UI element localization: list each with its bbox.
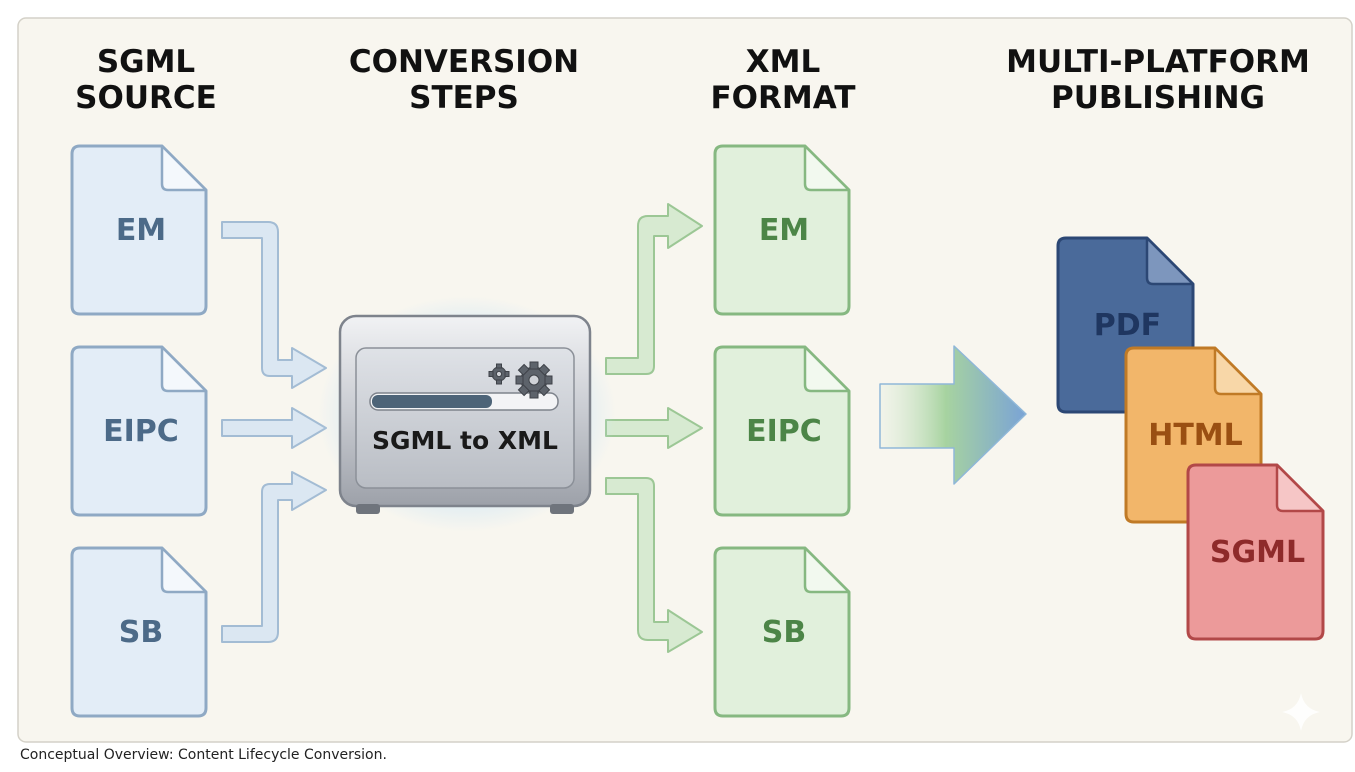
- xml-doc-em-corner-fold: [803, 144, 851, 192]
- source-doc-em-label: EM: [116, 213, 166, 248]
- source-doc-eipc-corner-fold: [160, 345, 208, 393]
- source-doc-eipc: EIPC: [70, 345, 208, 517]
- xml-doc-sb-label: SB: [762, 615, 806, 650]
- header-publishing-line1: MULTI-PLATFORM: [1006, 44, 1310, 80]
- output-doc-pdf-label: PDF: [1094, 308, 1161, 343]
- output-doc-pdf-corner-fold: [1145, 236, 1195, 286]
- publishing-output-documents: PDF HTML SGML: [1056, 236, 1325, 641]
- source-doc-sb: SB: [70, 546, 208, 718]
- header-sgml-source-line1: SGML: [97, 44, 195, 80]
- gears-icon: [488, 361, 553, 399]
- publish-arrow: [879, 345, 1027, 485]
- arrow-em-to-converter: [221, 221, 327, 389]
- output-doc-sgml-label: SGML: [1210, 535, 1305, 570]
- header-xml-line1: XML: [746, 44, 821, 80]
- source-doc-em-corner-fold: [160, 144, 208, 192]
- xml-doc-sb: SB: [713, 546, 851, 718]
- output-doc-sgml: SGML: [1186, 463, 1325, 641]
- output-doc-sgml-corner-fold: [1275, 463, 1325, 513]
- xml-doc-eipc: EIPC: [713, 345, 851, 517]
- progress-bar-fill: [372, 395, 492, 408]
- caption: Conceptual Overview: Content Lifecycle C…: [20, 747, 387, 763]
- diagram-frame: [17, 17, 1353, 743]
- converter-foot-left: [356, 504, 380, 514]
- xml-doc-eipc-label: EIPC: [746, 414, 822, 449]
- converter-foot-right: [550, 504, 574, 514]
- xml-doc-sb-corner-fold: [803, 546, 851, 594]
- arrow-converter-to-em: [605, 203, 703, 375]
- xml-doc-eipc-corner-fold: [803, 345, 851, 393]
- header-sgml-source: SGML SOURCE: [75, 44, 217, 116]
- header-xml-line2: FORMAT: [711, 80, 856, 116]
- header-publishing-line2: PUBLISHING: [1051, 80, 1265, 116]
- header-xml-format: XML FORMAT: [711, 44, 856, 116]
- header-sgml-source-line2: SOURCE: [75, 80, 217, 116]
- sparkle-icon: [1282, 693, 1320, 731]
- arrow-sb-to-converter: [221, 471, 327, 643]
- header-multi-platform-publishing: MULTI-PLATFORM PUBLISHING: [1006, 44, 1310, 116]
- source-doc-em: EM: [70, 144, 208, 316]
- xml-doc-em: EM: [713, 144, 851, 316]
- arrow-converter-to-sb: [605, 477, 703, 653]
- xml-doc-em-label: EM: [759, 213, 809, 248]
- source-to-converter-arrows: [221, 221, 327, 643]
- header-conversion-line1: CONVERSION: [349, 44, 579, 80]
- header-conversion-line2: STEPS: [409, 80, 519, 116]
- source-doc-sb-corner-fold: [160, 546, 208, 594]
- converter-machine: SGML to XML: [318, 296, 616, 532]
- arrow-converter-to-eipc: [605, 407, 703, 449]
- header-conversion-steps: CONVERSION STEPS: [349, 44, 579, 116]
- sgml-source-documents: EM EIPC SB: [70, 144, 208, 718]
- converter-label: SGML to XML: [372, 426, 558, 455]
- xml-format-documents: EM EIPC SB: [713, 144, 851, 718]
- output-doc-html-corner-fold: [1213, 346, 1263, 396]
- source-doc-sb-label: SB: [119, 615, 163, 650]
- output-doc-html-label: HTML: [1148, 418, 1243, 453]
- arrow-eipc-to-converter: [221, 407, 327, 449]
- converter-to-xml-arrows: [605, 203, 703, 653]
- source-doc-eipc-label: EIPC: [103, 414, 179, 449]
